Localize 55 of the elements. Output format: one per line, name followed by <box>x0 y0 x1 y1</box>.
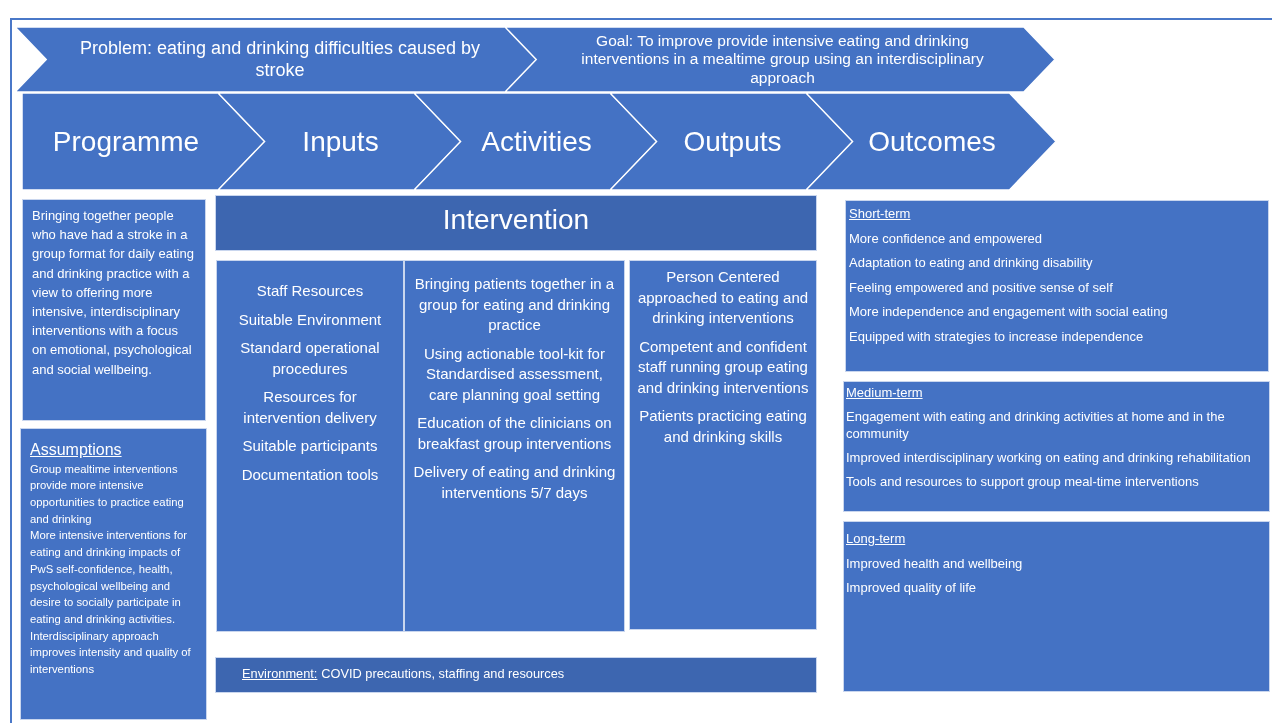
list-item: Resources for intervention delivery <box>242 387 378 428</box>
chevron-label: Goal: To improve provide intensive eating and drinking interventions in a mealtime group using an interdisciplinary approach <box>580 30 985 88</box>
text-panel <box>629 260 817 630</box>
list-item: Suitable Environment <box>237 309 383 330</box>
section-heading: Short-term <box>849 205 912 223</box>
text-panel <box>20 428 207 720</box>
text-panel <box>215 657 817 693</box>
list-item: Interdisciplinary approach improves intensity and quality of interventions <box>30 628 192 678</box>
text-panel <box>843 521 1270 692</box>
list-item: Patients practicing eating and drinking skills <box>638 406 808 447</box>
list-item: More independence and engagement with social eating <box>849 303 1169 321</box>
list-item: Improved health and wellbeing <box>846 554 1024 573</box>
list-item: Education of the clinicians on breakfast group interventions <box>416 413 613 454</box>
chevron-banner <box>806 93 1056 190</box>
text-panel <box>843 381 1270 512</box>
text-panel <box>22 199 206 421</box>
chevron-label: Inputs <box>301 124 380 159</box>
text-panel <box>845 200 1269 372</box>
text-panel <box>404 260 625 632</box>
chevron-banner <box>610 93 853 190</box>
section-heading: Environment: <box>242 666 318 681</box>
list-item: Bringing patients together in a group for eating and drinking practice <box>413 274 616 335</box>
text-panel <box>215 195 817 251</box>
list-item: Group mealtime interventions provide more intensive opportunities to practice eating and drinking <box>30 461 185 527</box>
list-item: Standard operational procedures <box>239 338 381 379</box>
list-item: Staff Resources <box>255 281 365 301</box>
list-item: Improved quality of life <box>846 579 978 597</box>
list-item: Documentation tools <box>240 464 380 485</box>
panel-heading: Intervention <box>441 204 591 236</box>
section-heading: Assumptions <box>30 440 123 460</box>
description-text: Bringing together people who have had a stroke in a group format for daily eating and drinking practice with a view to offering more intensive, interdisciplinary interventions with a focus on emotional, psychological and social wellbeing. <box>32 207 195 379</box>
list-item: Using actionable tool-kit for Standardised assessment, care planning goal setting <box>423 343 606 405</box>
chevron-label: Outputs <box>682 124 783 159</box>
list-item: Engagement with eating and drinking activities at home and in the community <box>846 408 1226 442</box>
list-item: Improved interdisciplinary working on eating and drinking rehabilitation <box>846 449 1252 466</box>
list-item: Delivery of eating and drinking interventions 5/7 days <box>412 462 617 503</box>
list-item: Tools and resources to support group meal-time interventions <box>846 473 1200 490</box>
list-item: Competent and confident staff running group eating and drinking interventions <box>636 336 810 398</box>
list-item: Feeling empowered and positive sense of self <box>849 278 1114 297</box>
list-item: More intensive interventions for eating and drinking impacts of PwS self-confidence, health, psychological wellbeing and desire to socially participate in eating and drinking activities. <box>30 528 188 627</box>
list-item: Equipped with strategies to increase independence <box>849 327 1145 346</box>
list-item: Suitable participants <box>241 436 379 456</box>
list-item: Person Centered approached to eating and drinking interventions <box>636 267 810 328</box>
section-heading: Long-term <box>846 530 907 548</box>
list-item: Adaptation to eating and drinking disability <box>849 254 1094 272</box>
chevron-label: Activities <box>480 124 593 159</box>
list-item: COVID precautions, staffing and resources <box>321 666 565 681</box>
chevron-banner <box>505 27 1055 92</box>
chevron-banner <box>414 93 657 190</box>
section-heading: Medium-term <box>846 384 924 401</box>
list-item: More confidence and empowered <box>849 229 1043 248</box>
text-panel <box>216 260 404 632</box>
chevron-banner <box>218 93 461 190</box>
chevron-label: Problem: eating and drinking difficulties caused by stroke <box>79 36 481 82</box>
chevron-label: Outcomes <box>867 124 997 159</box>
